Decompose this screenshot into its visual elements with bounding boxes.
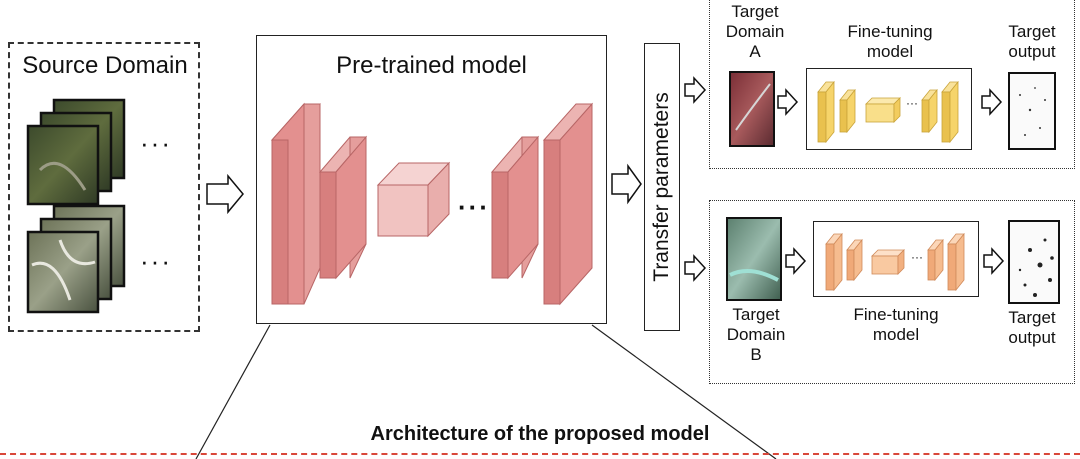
finetune-model-a-box: [806, 68, 972, 150]
architecture-title: Architecture of the proposed model: [370, 423, 710, 445]
target-output-b-label: Target output: [1008, 308, 1056, 347]
pretrained-model-title: Pre-trained model: [336, 52, 527, 79]
target-domain-b-image: [726, 217, 782, 301]
arrow-a-finetune-to-output: [981, 88, 1003, 116]
target-domain-a-box: [709, 0, 1075, 169]
finetune-a-ellipsis: ···: [906, 96, 918, 110]
source-domain-title: Source Domain: [22, 52, 188, 79]
arrow-transfer-to-b: [684, 254, 707, 282]
arrow-b-image-to-finetune: [785, 247, 807, 275]
target-domain-a-label: Target Domain A: [725, 2, 785, 61]
zoom-line-left: [195, 324, 271, 459]
arrow-transfer-to-a: [684, 76, 707, 104]
finetune-model-b-box: [813, 221, 979, 297]
finetune-a-layers: [817, 80, 959, 144]
target-output-a-label: Target output: [1008, 22, 1056, 61]
finetune-model-b-label: Fine-tuning model: [853, 305, 939, 344]
source-image-stack-bottom: [26, 204, 126, 314]
target-domain-b-label: Target Domain B: [726, 305, 786, 364]
target-output-a-image: [1008, 72, 1056, 150]
pretrained-ellipsis: ···: [458, 192, 490, 222]
pretrained-model-box: [256, 35, 607, 324]
arrow-pretrained-to-transfer: [611, 163, 642, 205]
arrow-a-image-to-finetune: [777, 88, 799, 116]
finetune-b-ellipsis: ···: [911, 250, 923, 264]
pretrained-layers: [270, 102, 594, 306]
finetune-model-a-label: Fine-tuning model: [847, 22, 933, 61]
source-domain-box: [8, 42, 200, 332]
transfer-parameters-box: [644, 43, 680, 331]
zoom-line-right: [591, 324, 777, 459]
source-ellipsis-bottom: ···: [140, 246, 172, 276]
target-output-b-image: [1008, 220, 1060, 304]
target-domain-b-box: [709, 200, 1075, 384]
finetune-b-layers: [825, 232, 965, 292]
arrow-source-to-pretrained: [206, 173, 244, 215]
source-image-stack-top: [26, 98, 126, 206]
arrow-b-finetune-to-output: [983, 247, 1005, 275]
source-ellipsis-top: ···: [140, 128, 172, 158]
architecture-divider: [0, 453, 1080, 455]
arrows: [206, 76, 1005, 282]
